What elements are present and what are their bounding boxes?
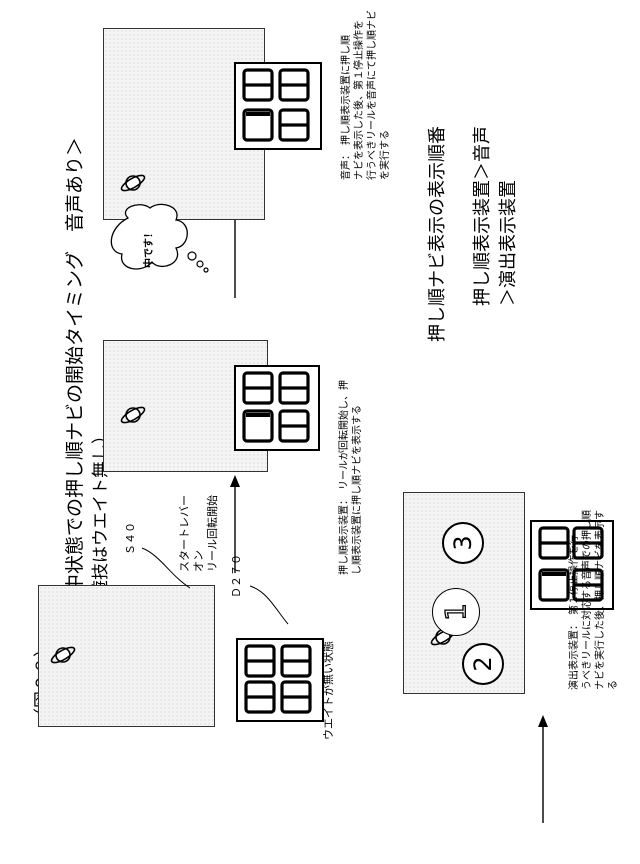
voice-line-3: 行うべきリールを音声にて押し順ナビ (366, 10, 379, 180)
voice-line-1: 音声： 押し順表示装置に押し順 (340, 10, 353, 180)
label-no-wait: ウエイトが無い状態 (322, 641, 336, 740)
voice-line-4: を実行する (379, 10, 392, 180)
saturn-icon (118, 400, 148, 430)
text-push-display: 押し順表示装置： リールが回転開始し、押 し順表示装置に押し順ナビを表示する (338, 380, 364, 575)
seg-display-1 (236, 638, 324, 722)
voice-line-2: ナビを表示した後、第１停止操作を (353, 10, 366, 180)
effect-line-1: 演出表示装置： 第１停止操作を行 (568, 510, 581, 690)
order-heading: 押し順ナビ表示の表示順番 (425, 126, 451, 342)
saturn-icon (118, 168, 148, 198)
reel-circle-1: 1 (432, 588, 480, 636)
order-line-2: ＞演出表示装置 (496, 126, 522, 306)
push-display-line-2: し順表示装置に押し順ナビを表示する (351, 380, 364, 575)
effect-line-2: うべきリールに対応する音声での押し順 (581, 510, 594, 690)
cloud-text: 中です！ (140, 228, 155, 268)
start-line-3: リール回転開始 (206, 495, 220, 572)
arrow-up-icon (228, 475, 242, 575)
leader-d270 (248, 580, 308, 640)
seg-display-3 (234, 62, 322, 150)
push-display-line-1: 押し順表示装置： リールが回転開始し、押 (338, 380, 351, 575)
effect-line-3: ナビを実行した後、押し順ナビを表示す (594, 510, 607, 690)
seg-display-2 (234, 365, 320, 451)
label-start-lever: スタートレバー オン リール回転開始 (178, 495, 220, 572)
seg-digits-icon (236, 367, 318, 449)
order-line-1: 押し順表示装置＞音声 (470, 126, 496, 306)
label-s40: Ｓ４０ (124, 522, 138, 555)
start-line-1: スタートレバー (178, 495, 192, 572)
saturn-icon (48, 640, 78, 670)
speech-cloud-icon (100, 200, 210, 280)
effect-line-4: る (607, 510, 620, 690)
reel-number-1: 1 (433, 589, 479, 635)
reel-number-3: 3 (444, 524, 482, 562)
reel-circle-2: 2 (462, 643, 504, 685)
text-effect-display: 演出表示装置： 第１停止操作を行 うべきリールに対応する音声での押し順 ナビを実… (568, 510, 620, 690)
text-voice: 音声： 押し順表示装置に押し順 ナビを表示した後、第１停止操作を 行うべきリール… (340, 10, 392, 180)
arrow-up-icon (536, 715, 550, 825)
reel-circle-3: 3 (442, 522, 484, 564)
start-line-2: オン (192, 495, 206, 572)
diagram-title: ＜ＡＴ中状態での押し順ナビの開始タイミング 音声あり＞ (60, 137, 87, 650)
order-lines: 押し順表示装置＞音声 ＞演出表示装置 (470, 126, 522, 306)
reel-number-2: 2 (464, 645, 502, 683)
seg-digits-icon (236, 64, 320, 148)
seg-digits-icon (238, 640, 322, 720)
